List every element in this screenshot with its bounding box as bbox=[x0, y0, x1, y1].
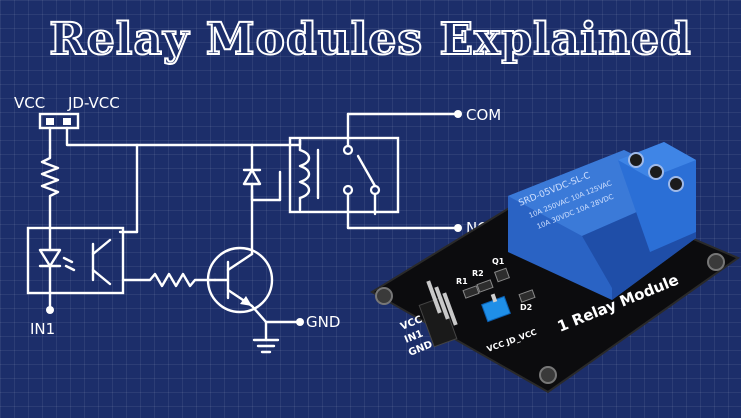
com-label: COM bbox=[466, 106, 501, 124]
jumper bbox=[481, 293, 511, 323]
diode-d2 bbox=[518, 289, 536, 303]
label-d2: D2 bbox=[520, 303, 532, 312]
com-terminal bbox=[454, 110, 462, 118]
in1-terminal bbox=[46, 306, 54, 314]
led-resistor bbox=[40, 148, 60, 230]
flyback-diode bbox=[242, 163, 282, 202]
screw-terminal bbox=[618, 142, 696, 252]
in1-label: IN1 bbox=[30, 320, 55, 338]
ground-symbol bbox=[252, 318, 304, 354]
title: Relay Modules Explained bbox=[48, 13, 692, 66]
resistor-r2 bbox=[476, 279, 494, 293]
label-r1: R1 bbox=[456, 277, 468, 286]
relay-symbol bbox=[288, 112, 456, 230]
power-header bbox=[38, 112, 80, 152]
label-q1: Q1 bbox=[492, 257, 505, 266]
supply-rail bbox=[65, 126, 302, 234]
base-resistor bbox=[121, 272, 217, 288]
module-pin-header bbox=[418, 280, 458, 348]
nc-terminal bbox=[454, 224, 462, 232]
jdvcc-label: JD-VCC bbox=[67, 94, 120, 112]
resistor-r1 bbox=[462, 285, 480, 299]
transistor-q1 bbox=[494, 267, 510, 283]
label-r2: R2 bbox=[472, 269, 484, 278]
optocoupler bbox=[26, 226, 125, 295]
transistor bbox=[206, 188, 274, 324]
gnd-label: GND bbox=[306, 313, 340, 331]
vcc-label: VCC bbox=[14, 94, 45, 112]
relay-module-board: SRD-05VDC-SL-C 10A 250VAC 10A 125VAC 10A… bbox=[370, 142, 741, 394]
